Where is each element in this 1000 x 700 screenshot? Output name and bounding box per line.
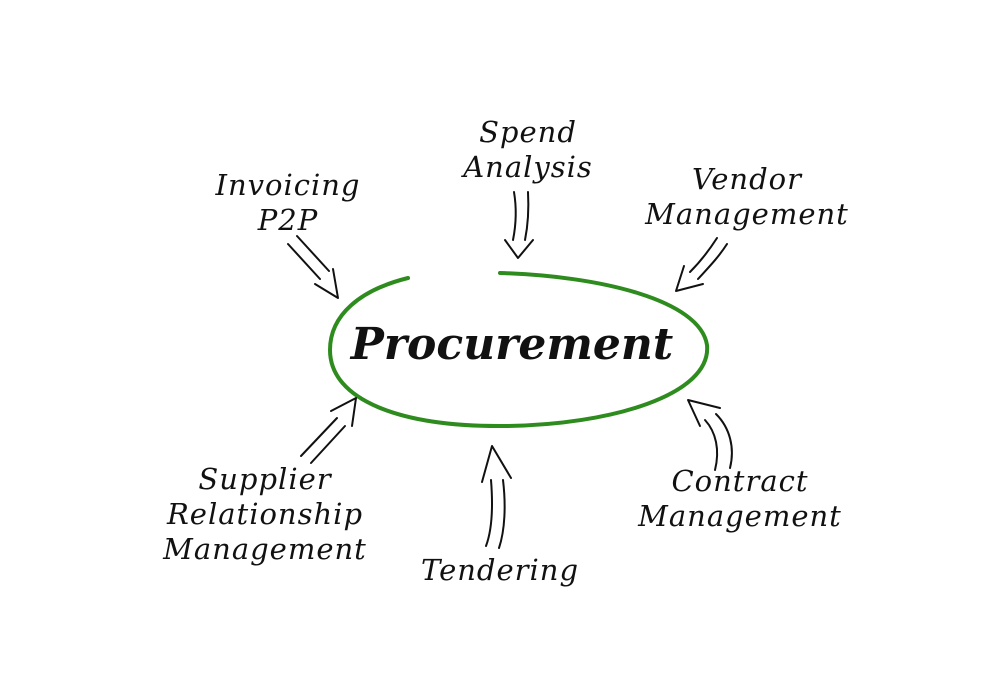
node-invoicing-line-2: P2P bbox=[257, 203, 319, 237]
arrow-supplier-to-center bbox=[300, 397, 357, 464]
arrow-vendor-to-center bbox=[675, 237, 728, 292]
node-invoicing-line-1: Invoicing bbox=[215, 168, 361, 202]
arrow-contract-to-center bbox=[687, 399, 733, 471]
node-supplier-line-2: Relationship bbox=[166, 497, 364, 531]
arrow-spend-to-center bbox=[504, 191, 534, 259]
node-contract-line-2: Management bbox=[638, 499, 842, 533]
node-tendering: Tendering bbox=[421, 553, 579, 588]
center-label-procurement: Procurement bbox=[350, 319, 674, 370]
arrow-invoicing-to-center bbox=[287, 235, 339, 299]
node-supplier-line-3: Management bbox=[163, 532, 367, 566]
center-ring bbox=[327, 271, 710, 429]
node-spend-line-1: Spend bbox=[479, 115, 577, 149]
node-vendor-line-2: Management bbox=[645, 197, 849, 231]
node-contract-line-1: Contract bbox=[671, 464, 809, 498]
node-vendor-line-1: Vendor bbox=[691, 162, 803, 196]
arrow-tendering-to-center bbox=[481, 445, 512, 549]
node-tendering-line-1: Tendering bbox=[420, 553, 580, 587]
node-supplier-line-1: Supplier bbox=[198, 462, 332, 496]
node-spend-line-2: Analysis bbox=[463, 150, 593, 184]
